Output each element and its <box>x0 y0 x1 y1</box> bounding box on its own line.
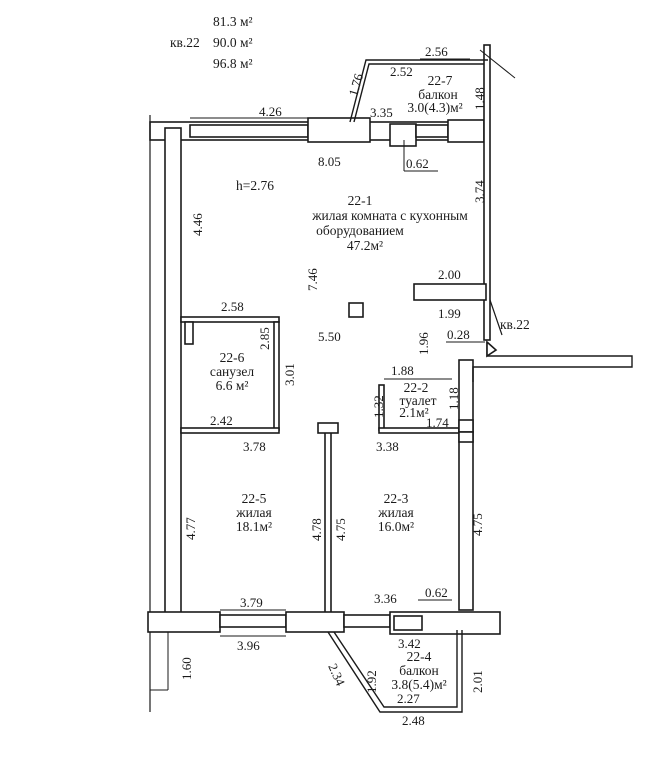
room-22-1-name-2: оборудованием <box>316 223 404 238</box>
right-wall-upper <box>483 44 491 341</box>
dim-4-77: 4.77 <box>183 517 198 540</box>
dim-3-78: 3.78 <box>243 439 266 454</box>
bottom-window-mid <box>343 614 391 628</box>
dim-1-74: 1.74 <box>426 415 449 430</box>
dim-8-05: 8.05 <box>318 154 341 169</box>
room-22-2-area: 2.1м² <box>399 405 428 420</box>
room-22-4-name: балкон <box>399 663 439 678</box>
room-22-2-id: 22-2 <box>404 380 429 395</box>
bathroom-wall-right <box>273 321 280 431</box>
top-pillar <box>307 117 371 143</box>
dim-2-27: 2.27 <box>397 691 420 706</box>
room-22-5-area: 18.1м² <box>236 519 272 534</box>
dim-2-52: 2.52 <box>390 64 413 79</box>
bathroom-wall-top <box>180 316 280 323</box>
apartment-number: кв.22 <box>170 35 200 50</box>
column <box>348 302 364 318</box>
room-22-7-area: 3.0(4.3)м² <box>407 100 462 115</box>
dim-1-18: 1.18 <box>446 387 461 410</box>
dim-4-75-right: 4.75 <box>470 513 485 536</box>
area-total-1: 81.3 м² <box>213 14 253 29</box>
dim-0-62-top: 0.62 <box>406 156 429 171</box>
dim-3-01: 3.01 <box>282 363 297 386</box>
bottom-window-left <box>219 614 287 628</box>
dim-3-35: 3.35 <box>370 105 393 120</box>
dim-3-74: 3.74 <box>472 180 487 203</box>
dim-0-28: 0.28 <box>447 327 470 342</box>
dim-4-75-left: 4.75 <box>333 518 348 541</box>
dimensions-vertical: 1.76 1.48 3.74 4.46 7.46 2.85 1.96 3.01 … <box>179 71 487 693</box>
top-window-right <box>415 124 449 138</box>
dim-4-46: 4.46 <box>190 213 205 236</box>
dimensions: 2.56 2.52 4.26 3.35 8.05 0.62 2.00 1.99 … <box>190 44 485 728</box>
top-pillar-small <box>389 123 417 147</box>
room-22-1-id: 22-1 <box>348 193 373 208</box>
right-wall-block <box>458 419 474 433</box>
area-summary: 81.3 м² кв.22 90.0 м² 96.8 м² <box>170 14 253 71</box>
dim-0-62-bottom: 0.62 <box>425 585 448 600</box>
room-22-3-id: 22-3 <box>384 491 409 506</box>
dim-2-34: 2.34 <box>325 661 348 688</box>
dim-3-42: 3.42 <box>398 636 421 651</box>
dim-3-38: 3.38 <box>376 439 399 454</box>
dim-1-99: 1.99 <box>438 306 461 321</box>
dim-1-88: 1.88 <box>391 363 414 378</box>
area-total-2: 90.0 м² <box>213 35 253 50</box>
room-22-3-area: 16.0м² <box>378 519 414 534</box>
right-wall-block-2 <box>458 431 474 443</box>
dim-2-48: 2.48 <box>402 713 425 728</box>
dim-2-00: 2.00 <box>438 267 461 282</box>
dim-2-56: 2.56 <box>425 44 448 59</box>
room-22-6-name: санузел <box>210 364 254 379</box>
dim-2-01: 2.01 <box>470 670 485 693</box>
room-22-3-name: жилая <box>377 505 414 520</box>
top-window-left <box>189 124 309 138</box>
dim-3-36: 3.36 <box>374 591 397 606</box>
partition-cap <box>317 422 339 434</box>
room-22-7-id: 22-7 <box>428 73 453 88</box>
room-22-5-name: жилая <box>235 505 272 520</box>
dim-4-78: 4.78 <box>309 518 324 541</box>
room-22-1-name: жилая комната с кухонным <box>311 208 468 223</box>
room-22-7-name: балкон <box>418 87 458 102</box>
ceiling-height: h=2.76 <box>236 178 274 193</box>
dim-4-26: 4.26 <box>259 104 282 119</box>
room-22-4-id: 22-4 <box>407 649 432 664</box>
room-labels: h=2.76 22-1 жилая комната с кухонным обо… <box>210 73 530 692</box>
bottom-wall-left <box>147 611 221 633</box>
dim-2-85: 2.85 <box>257 327 272 350</box>
dim-1-60: 1.60 <box>179 657 194 680</box>
apartment-label: кв.22 <box>500 317 530 332</box>
walls <box>147 44 633 713</box>
dim-2-58: 2.58 <box>221 299 244 314</box>
room-22-2-name: туалет <box>399 393 436 408</box>
dim-2-42: 2.42 <box>210 413 233 428</box>
dim-1-32: 1.32 <box>371 395 386 418</box>
area-total-3: 96.8 м² <box>213 56 253 71</box>
top-right-pillar <box>447 119 485 143</box>
bathroom-door <box>184 321 194 345</box>
dim-1-48: 1.48 <box>472 87 487 110</box>
bathroom-wall-bottom <box>180 427 280 434</box>
dim-5-50: 5.50 <box>318 329 341 344</box>
bedroom-partition <box>324 427 332 615</box>
bottom-pillar <box>285 611 345 633</box>
room-22-1-area: 47.2м² <box>347 238 383 253</box>
left-wall <box>164 127 182 629</box>
bottom-right-inner <box>393 615 423 631</box>
dim-3-96: 3.96 <box>237 638 260 653</box>
room-22-6-id: 22-6 <box>220 350 245 365</box>
room-22-4-area: 3.8(5.4)м² <box>391 677 446 692</box>
dim-7-46: 7.46 <box>305 268 320 291</box>
dim-3-79: 3.79 <box>240 595 263 610</box>
right-wall-lower <box>458 359 474 611</box>
room-22-6-area: 6.6 м² <box>216 378 249 393</box>
dim-1-92: 1.92 <box>364 670 379 693</box>
dim-1-96: 1.96 <box>416 332 431 355</box>
dim-1-76: 1.76 <box>345 71 366 97</box>
kitchen-counter <box>413 283 487 301</box>
room-22-5-id: 22-5 <box>242 491 267 506</box>
